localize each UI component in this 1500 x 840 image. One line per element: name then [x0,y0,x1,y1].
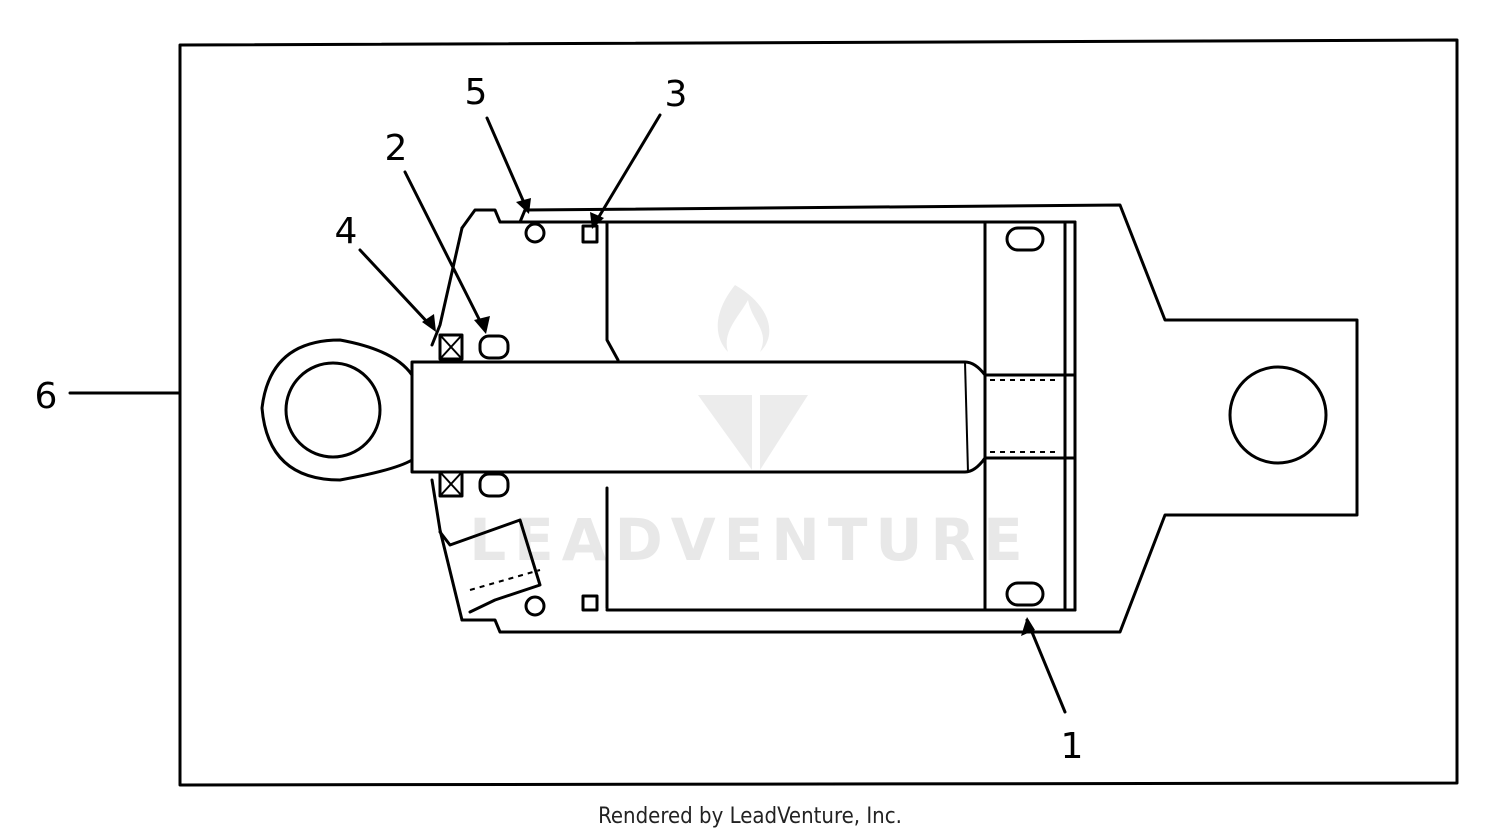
leader-4 [358,248,432,327]
callout-1: 1 [1061,726,1084,767]
gland-wall [430,226,464,622]
gland-face [605,220,620,610]
gland-oring-bottom [524,595,546,617]
wiper-seal [438,333,464,498]
rod-seal-bottom [478,472,510,498]
hydraulic-port [438,518,542,614]
leader-3 [595,113,662,222]
leadventure-watermark: LEADVENTURE [469,285,1031,574]
leader-1 [1025,618,1067,714]
backup-ring-top [581,224,599,244]
cap-end-mount-hole [1228,365,1328,465]
gland-oring-top [524,222,546,244]
callout-2: 2 [385,128,408,169]
callout-4: 4 [335,211,358,252]
callout-3: 3 [665,74,688,115]
leader-2 [403,170,484,327]
rod-eye [260,338,414,482]
backup-ring-bottom [581,594,599,612]
piston-seal-top [1005,226,1045,252]
watermark-text: LEADVENTURE [469,506,1031,574]
rod-seal-top [478,334,510,360]
callout-5: 5 [465,72,488,113]
cylinder-body-outline [460,203,1359,634]
leader-5 [485,116,527,207]
frame-border [178,38,1459,787]
callout-6: 6 [35,376,58,417]
piston-seal-bottom [1005,581,1045,607]
leader-lines [68,113,1067,714]
footer-credit: Rendered by LeadVenture, Inc. [598,804,902,829]
